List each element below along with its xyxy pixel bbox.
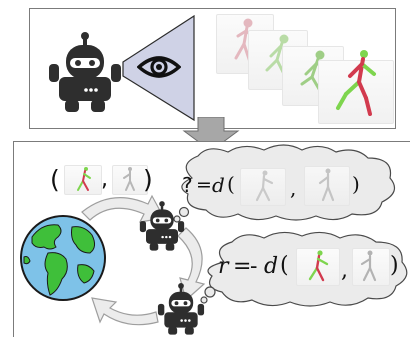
query-equals: = — [196, 174, 212, 196]
skeleton-figure — [255, 170, 274, 202]
motion-frame-4 — [318, 60, 394, 124]
reward-equals: = — [233, 254, 252, 279]
skeleton-figure — [123, 167, 135, 191]
skeleton-figure — [308, 250, 329, 282]
pair-close-paren: ) — [143, 165, 153, 194]
query-lhs: ? — [182, 173, 193, 197]
skeleton-figure — [77, 167, 91, 191]
query-comma: , — [290, 176, 297, 200]
reward-distance-d: d — [264, 254, 279, 279]
query-open-paren: ( — [227, 172, 235, 196]
pair-comma: , — [101, 167, 108, 192]
skeleton-figure — [336, 50, 376, 116]
pair-open-paren: ( — [50, 165, 60, 194]
query-distance-d: d — [212, 173, 225, 197]
reward-lhs: r — [218, 254, 229, 279]
skeleton-figure — [234, 18, 258, 64]
agent-robot-icon — [157, 283, 205, 335]
earth-globe-icon — [20, 215, 106, 301]
skeleton-figure — [360, 250, 377, 282]
observer-robot-icon — [49, 32, 121, 112]
eye-icon — [137, 56, 181, 78]
skeleton-figure — [318, 168, 335, 202]
reward-negative: - — [250, 254, 258, 279]
reward-close-paren: ) — [390, 253, 399, 278]
agent-robot-icon — [139, 201, 185, 251]
reward-comma: , — [341, 258, 348, 283]
query-close-paren: ) — [352, 172, 360, 196]
reward-open-paren: ( — [280, 253, 289, 278]
